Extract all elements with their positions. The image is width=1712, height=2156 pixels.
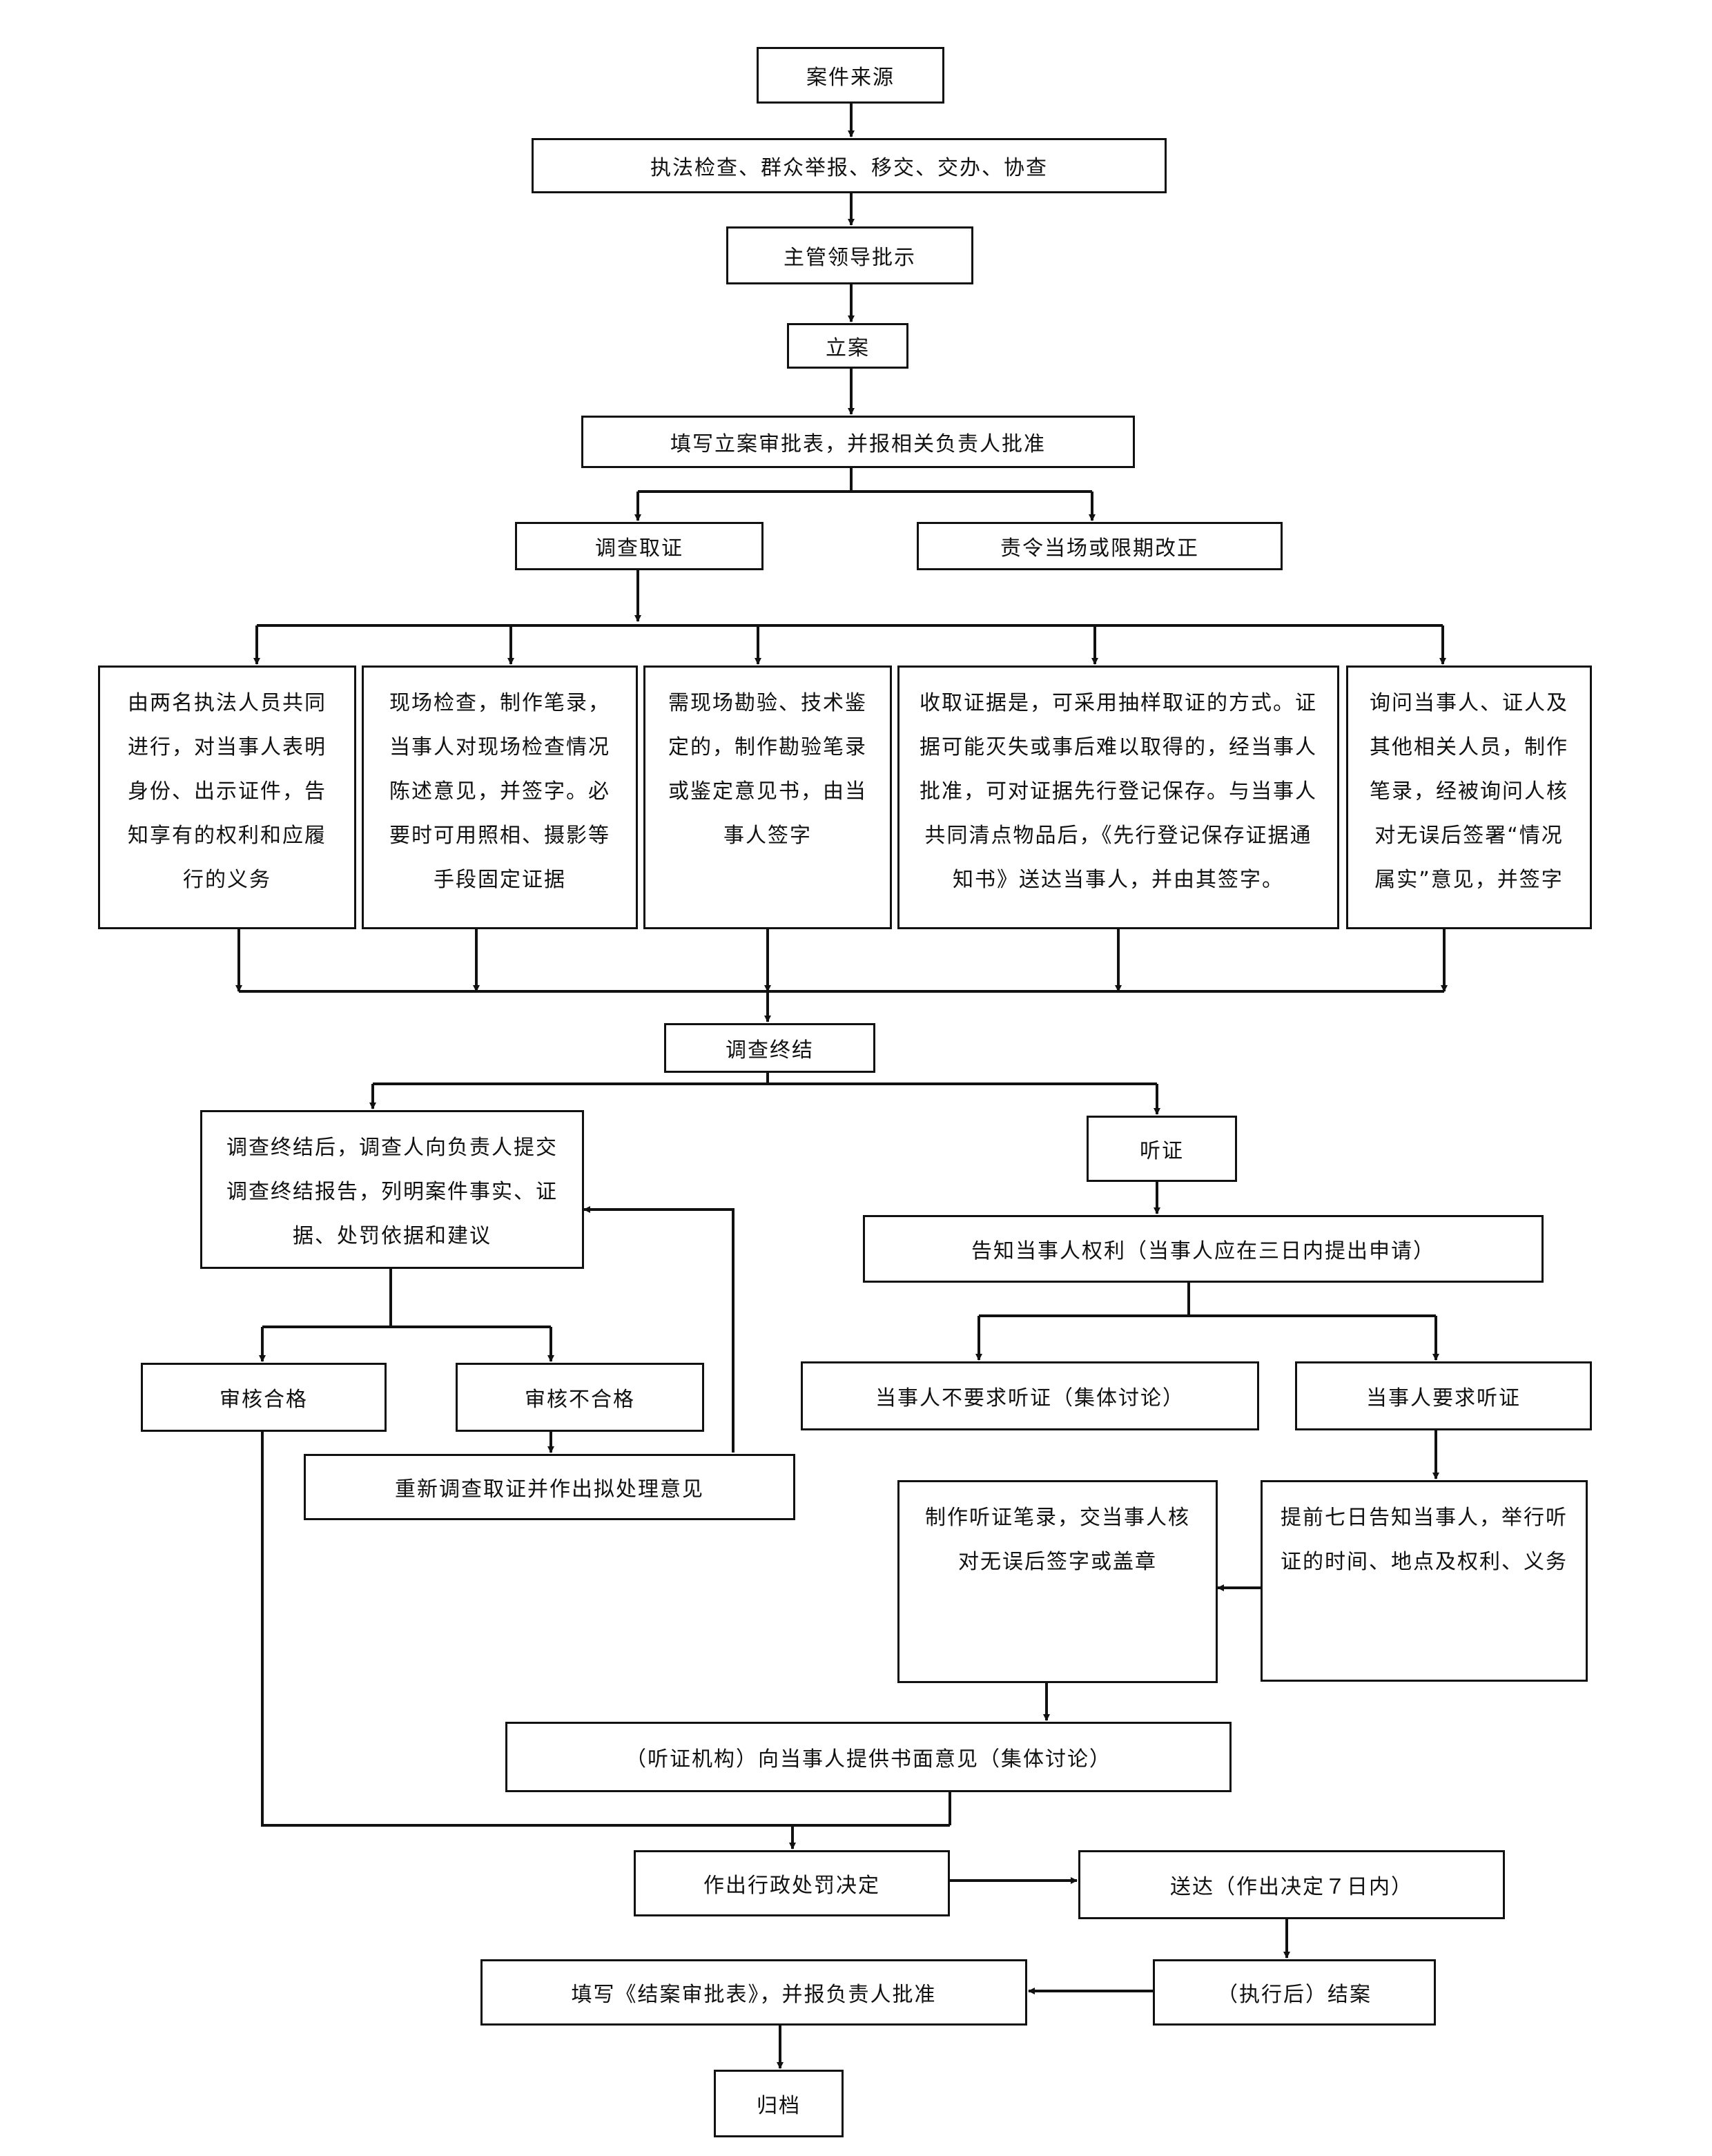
node-notify-rights-label: 告知当事人权利（当事人应在三日内提出申请）	[971, 1239, 1435, 1263]
node-fill-closing-form: 填写《结案审批表》，并报负责人批准	[480, 1959, 1027, 2026]
node-close-case: （执行后）结案	[1153, 1959, 1436, 2026]
node-order-correction: 责令当场或限期改正	[917, 522, 1283, 570]
node-leader-approval: 主管领导批示	[726, 226, 973, 284]
node-request-hearing-label: 当事人要求听证	[1366, 1386, 1521, 1410]
node-step-site-inspection-label: 现场检查，制作笔录，当事人对现场检查情况陈述意见，并签字。必要时可用照相、摄影等…	[389, 691, 610, 892]
node-deliver: 送达（作出决定７日内）	[1078, 1850, 1505, 1919]
node-deliver-label: 送达（作出决定７日内）	[1170, 1875, 1413, 1899]
node-review-pass-label: 审核合格	[220, 1388, 308, 1412]
node-reinvestigate-label: 重新调查取证并作出拟处理意见	[395, 1477, 704, 1502]
node-step-inquiry-label: 询问当事人、证人及其他相关人员，制作笔录，经被询问人核对无误后签署“情况属实”意…	[1370, 691, 1568, 892]
node-step-survey-label: 需现场勘验、技术鉴定的，制作勘验笔录或鉴定意见书，由当事人签字	[668, 691, 867, 848]
node-review-fail: 审核不合格	[456, 1363, 704, 1432]
node-review-pass: 审核合格	[141, 1363, 387, 1432]
node-source-label: 案件来源	[806, 66, 895, 90]
node-hearing: 听证	[1087, 1116, 1237, 1182]
node-investigation-end-label: 调查终结	[726, 1038, 814, 1062]
node-reinvestigate: 重新调查取证并作出拟处理意见	[304, 1454, 795, 1520]
node-report-label: 调查终结后，调查人向负责人提交调查终结报告，列明案件事实、证据、处罚依据和建议	[226, 1136, 558, 1248]
node-archive-label: 归档	[757, 2094, 801, 2118]
node-step-evidence-label: 收取证据是，可采用抽样取证的方式。证据可能灭失或事后难以取得的，经当事人批准，可…	[920, 691, 1317, 892]
node-file-case: 立案	[787, 323, 908, 369]
node-penalty-decision-label: 作出行政处罚决定	[703, 1874, 880, 1898]
arrow-reinvestigate-loop	[583, 1206, 735, 1453]
node-review-fail-label: 审核不合格	[525, 1388, 635, 1412]
node-hearing-record: 制作听证笔录，交当事人核对无误后签字或盖章	[897, 1480, 1218, 1683]
node-order-correction-label: 责令当场或限期改正	[1000, 536, 1199, 561]
node-written-opinion: （听证机构）向当事人提供书面意见（集体讨论）	[505, 1722, 1232, 1792]
node-penalty-decision: 作出行政处罚决定	[634, 1850, 950, 1916]
node-step-two-officers: 由两名执法人员共同进行，对当事人表明身份、出示证件，告知享有的权利和应履行的义务	[98, 666, 356, 929]
node-step-inquiry: 询问当事人、证人及其他相关人员，制作笔录，经被询问人核对无误后签署“情况属实”意…	[1346, 666, 1592, 929]
node-request-hearing: 当事人要求听证	[1295, 1361, 1592, 1430]
node-fill-approval-form-label: 填写立案审批表，并报相关负责人批准	[670, 432, 1046, 456]
node-source-types-label: 执法检查、群众举报、移交、交办、协查	[650, 156, 1048, 180]
node-fill-approval-form: 填写立案审批表，并报相关负责人批准	[581, 416, 1135, 468]
node-hearing-label: 听证	[1140, 1139, 1184, 1163]
node-written-opinion-label: （听证机构）向当事人提供书面意见（集体讨论）	[625, 1747, 1111, 1771]
node-notify-rights: 告知当事人权利（当事人应在三日内提出申请）	[863, 1215, 1544, 1283]
line-pass-to-decision	[261, 1392, 950, 1827]
node-fill-closing-form-label: 填写《结案审批表》，并报负责人批准	[571, 1983, 937, 2007]
node-notify-seven-days-label: 提前七日告知当事人，举行听证的时间、地点及权利、义务	[1281, 1506, 1568, 1574]
node-close-case-label: （执行后）结案	[1217, 1983, 1372, 2007]
node-no-hearing-label: 当事人不要求听证（集体讨论）	[875, 1386, 1185, 1410]
node-investigation-end: 调查终结	[664, 1023, 875, 1073]
node-step-survey: 需现场勘验、技术鉴定的，制作勘验笔录或鉴定意见书，由当事人签字	[643, 666, 892, 929]
node-source: 案件来源	[757, 47, 944, 104]
node-leader-approval-label: 主管领导批示	[784, 246, 916, 270]
node-step-two-officers-label: 由两名执法人员共同进行，对当事人表明身份、出示证件，告知享有的权利和应履行的义务	[128, 691, 327, 892]
node-step-evidence: 收取证据是，可采用抽样取证的方式。证据可能灭失或事后难以取得的，经当事人批准，可…	[897, 666, 1339, 929]
node-notify-seven-days: 提前七日告知当事人，举行听证的时间、地点及权利、义务	[1261, 1480, 1588, 1682]
node-investigate: 调查取证	[515, 522, 763, 570]
node-investigate-label: 调查取证	[595, 536, 683, 561]
node-no-hearing: 当事人不要求听证（集体讨论）	[801, 1361, 1259, 1430]
node-file-case-label: 立案	[826, 336, 870, 360]
node-hearing-record-label: 制作听证笔录，交当事人核对无误后签字或盖章	[925, 1506, 1190, 1574]
node-archive: 归档	[714, 2070, 844, 2137]
node-source-types: 执法检查、群众举报、移交、交办、协查	[532, 138, 1167, 193]
node-step-site-inspection: 现场检查，制作笔录，当事人对现场检查情况陈述意见，并签字。必要时可用照相、摄影等…	[362, 666, 638, 929]
node-report: 调查终结后，调查人向负责人提交调查终结报告，列明案件事实、证据、处罚依据和建议	[200, 1110, 584, 1269]
